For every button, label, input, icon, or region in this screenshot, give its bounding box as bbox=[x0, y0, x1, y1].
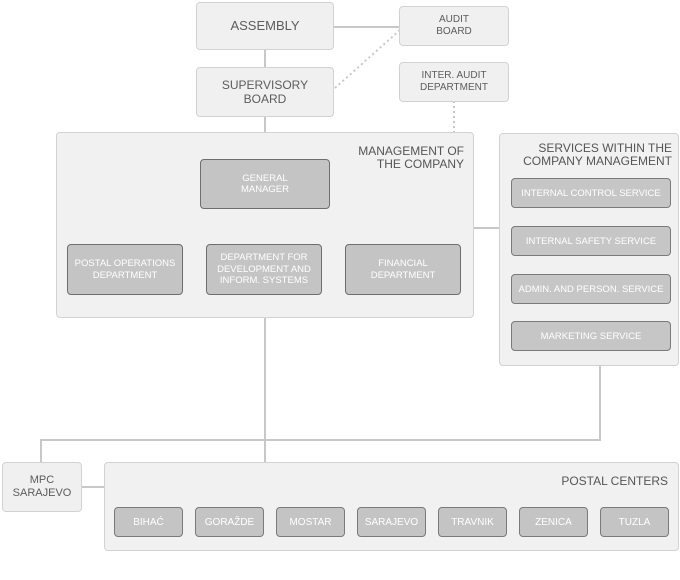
service-label: INTERNAL CONTROL SERVICE bbox=[521, 187, 661, 199]
inter-audit-label: INTER. AUDIT DEPARTMENT bbox=[420, 70, 488, 93]
postal-center-bihac: BIHAĆ bbox=[114, 507, 183, 537]
assembly-label: ASSEMBLY bbox=[230, 18, 300, 34]
postal-center-travnik: TRAVNIK bbox=[438, 507, 507, 537]
services-title: SERVICES WITHIN THE COMPANY MANAGEMENT bbox=[523, 141, 672, 169]
dotted-supervisory-audit bbox=[334, 29, 401, 89]
department-financial: FINANCIAL DEPARTMENT bbox=[345, 244, 461, 295]
postal-center-label: MOSTAR bbox=[289, 516, 332, 528]
postal-center-zenica: ZENICA bbox=[519, 507, 588, 537]
postal-center-tuzla: TUZLA bbox=[600, 507, 669, 537]
service-label: MARKETING SERVICE bbox=[540, 330, 642, 342]
supervisory-board-box: SUPERVISORY BOARD bbox=[196, 67, 334, 117]
department-development: DEPARTMENT FOR DEVELOPMENT AND INFORM. S… bbox=[206, 244, 322, 295]
mpc-sarajevo-label: MPC SARAJEVO bbox=[12, 473, 72, 499]
postal-center-label: GORAŽDE bbox=[204, 516, 255, 528]
audit-board-box: AUDIT BOARD bbox=[399, 6, 509, 46]
postal-center-label: SARAJEVO bbox=[364, 516, 419, 528]
service-label: ADMIN. AND PERSON. SERVICE bbox=[518, 283, 664, 295]
department-postal-operations: POSTAL OPERATIONS DEPARTMENT bbox=[67, 244, 183, 295]
service-marketing: MARKETING SERVICE bbox=[511, 321, 671, 351]
inter-audit-box: INTER. AUDIT DEPARTMENT bbox=[399, 62, 509, 102]
service-internal-safety: INTERNAL SAFETY SERVICE bbox=[511, 226, 671, 256]
audit-board-label: AUDIT BOARD bbox=[436, 14, 472, 37]
service-internal-control: INTERNAL CONTROL SERVICE bbox=[511, 178, 671, 208]
postal-center-mostar: MOSTAR bbox=[276, 507, 345, 537]
postal-center-label: TUZLA bbox=[618, 516, 651, 528]
management-title: MANAGEMENT OF THE COMPANY bbox=[358, 144, 464, 172]
department-label: DEPARTMENT FOR DEVELOPMENT AND INFORM. S… bbox=[217, 252, 311, 287]
general-manager-label: GENERAL MANAGER bbox=[240, 172, 290, 195]
service-label: INTERNAL SAFETY SERVICE bbox=[525, 235, 657, 247]
postal-center-label: TRAVNIK bbox=[451, 516, 494, 528]
postal-center-label: BIHAĆ bbox=[133, 516, 164, 528]
general-manager-box: GENERAL MANAGER bbox=[200, 159, 330, 209]
assembly-box: ASSEMBLY bbox=[196, 2, 334, 50]
department-label: POSTAL OPERATIONS DEPARTMENT bbox=[74, 258, 176, 281]
service-admin-person: ADMIN. AND PERSON. SERVICE bbox=[511, 274, 671, 304]
mpc-sarajevo-box: MPC SARAJEVO bbox=[2, 462, 82, 512]
postal-center-gorazde: GORAŽDE bbox=[195, 507, 264, 537]
postal-center-sarajevo: SARAJEVO bbox=[357, 507, 426, 537]
supervisory-board-label: SUPERVISORY BOARD bbox=[221, 77, 309, 106]
department-label: FINANCIAL DEPARTMENT bbox=[370, 258, 436, 281]
postal-center-label: ZENICA bbox=[535, 516, 572, 528]
postal-centers-title: POSTAL CENTERS bbox=[561, 474, 668, 488]
